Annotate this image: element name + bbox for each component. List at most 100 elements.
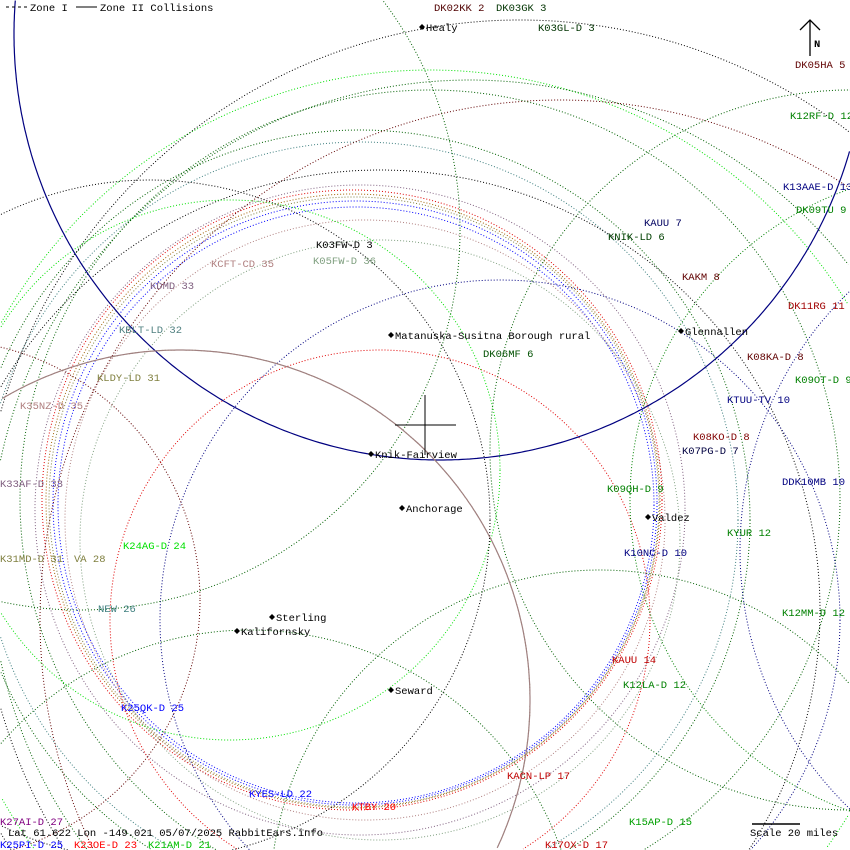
city-marker-icon xyxy=(678,328,684,334)
station-label[interactable]: DDK10MB 10 xyxy=(782,477,845,489)
contour-ring xyxy=(0,141,739,850)
contour-ring xyxy=(52,200,658,806)
city-seward[interactable]: Seward xyxy=(395,686,433,698)
city-marker-icon xyxy=(399,505,405,511)
contour-ring xyxy=(0,346,201,850)
station-label[interactable]: KDMD 33 xyxy=(150,281,194,293)
station-label[interactable]: KYUR 12 xyxy=(727,528,771,540)
contour-ring xyxy=(45,193,661,809)
station-label[interactable]: DK11RG 11 xyxy=(788,301,845,313)
city-marker-icon xyxy=(419,24,425,30)
city-marker-icon xyxy=(269,614,275,620)
station-label[interactable]: K13AAE-D 13 xyxy=(783,182,850,194)
contour-ring xyxy=(0,19,850,847)
station-label[interactable]: KCFT-CD 35 xyxy=(211,259,274,271)
contour-ring xyxy=(109,349,651,850)
contour-ring xyxy=(0,79,849,850)
station-label[interactable]: DK03GK 3 xyxy=(496,3,546,15)
station-label[interactable]: KACN-LP 17 xyxy=(507,771,570,783)
station-label[interactable]: K05FW-D 36 xyxy=(313,256,376,268)
station-label[interactable]: K09OT-D 9 xyxy=(795,375,850,387)
city-healy[interactable]: Healy xyxy=(426,23,458,35)
contour-ring xyxy=(0,169,821,850)
station-label[interactable]: K25PI-D 25 xyxy=(0,840,63,850)
contour-ring xyxy=(273,569,850,849)
station-label[interactable]: K27AI-D 27 xyxy=(0,817,63,829)
station-label[interactable]: K09QH-D 9 xyxy=(607,484,664,496)
city-anchorage[interactable]: Anchorage xyxy=(406,504,463,516)
contour-ring xyxy=(19,89,841,850)
station-label[interactable]: K12MM-D 12 xyxy=(782,608,845,620)
contour-ring xyxy=(0,629,562,850)
contour-ring xyxy=(79,239,681,841)
city-marker-icon xyxy=(645,514,651,520)
station-label[interactable]: K07PG-D 7 xyxy=(682,446,739,458)
station-label[interactable]: KAKM 8 xyxy=(682,272,720,284)
station-label[interactable]: K03GL-D 3 xyxy=(538,23,595,35)
contour-ring xyxy=(34,184,686,836)
contour-ring xyxy=(489,89,850,811)
city-marker-icon xyxy=(368,451,374,457)
north-arrow-icon xyxy=(799,19,821,56)
zone2-boundary xyxy=(13,0,850,461)
station-label[interactable]: K12LA-D 12 xyxy=(623,680,686,692)
city-valdez[interactable]: Valdez xyxy=(652,513,690,525)
station-label[interactable]: DK09TU 9 xyxy=(796,205,846,217)
coordinates-readout: Lat 61.622 Lon -149.021 05/07/2025 Rabbi… xyxy=(8,828,323,840)
contour-ring xyxy=(159,279,841,850)
station-label[interactable]: DK02KK 2 xyxy=(434,3,484,15)
station-label[interactable]: K21AM-D 21 xyxy=(148,840,211,850)
contour-ring xyxy=(41,189,663,811)
station-label[interactable]: K03FW-D 3 xyxy=(316,240,373,252)
station-label[interactable]: KAUU 7 xyxy=(644,218,682,230)
city-marker-icon xyxy=(388,687,394,693)
zone2-boundary xyxy=(2,349,531,849)
station-label[interactable]: KYES-LD 22 xyxy=(249,789,312,801)
station-label[interactable]: KNIK-LD 6 xyxy=(608,232,665,244)
station-label[interactable]: DK05HA 5 xyxy=(795,60,845,72)
city-kalifornsky[interactable]: Kalifornsky xyxy=(241,627,310,639)
contour-ring xyxy=(57,206,655,804)
city-marker-icon xyxy=(234,628,240,634)
contour-ring xyxy=(64,219,666,821)
contour-ring xyxy=(0,1,461,611)
station-label[interactable]: K10NC-D 10 xyxy=(624,548,687,560)
station-label[interactable]: K33AF-D 33 xyxy=(0,479,63,491)
station-label[interactable]: VA 28 xyxy=(74,554,106,566)
contour-ring xyxy=(739,290,850,810)
station-label[interactable]: K24AG-D 24 xyxy=(123,541,186,553)
north-label: N xyxy=(814,39,820,51)
station-label[interactable]: K23OE-D 23 xyxy=(74,840,137,850)
contour-ring xyxy=(39,99,848,849)
city-sterling[interactable]: Sterling xyxy=(276,613,326,625)
station-label[interactable]: K25QK-D 25 xyxy=(121,703,184,715)
station-label[interactable]: K15AP-D 15 xyxy=(629,817,692,829)
cities: Healy Matanuska-Susitna Borough rural Gl… xyxy=(234,23,748,698)
station-label[interactable]: KLDY-LD 31 xyxy=(97,373,160,385)
contour-ring xyxy=(0,69,849,849)
station-label[interactable]: K08KO-D 8 xyxy=(693,432,750,444)
station-label[interactable]: KAUU 14 xyxy=(612,655,656,667)
legend-zone2-label: Zone II Collisions xyxy=(100,3,213,15)
station-label[interactable]: K31MD-D 31 xyxy=(0,554,63,566)
station-label[interactable]: K12RF-D 12 xyxy=(790,111,850,123)
station-label[interactable]: NEW 26 xyxy=(98,604,136,616)
city-glennallen[interactable]: Glennallen xyxy=(685,327,748,339)
station-label[interactable]: KBLT-LD 32 xyxy=(119,325,182,337)
station-label[interactable]: KTBY 20 xyxy=(352,802,396,814)
station-label[interactable]: K17OX-D 17 xyxy=(545,840,608,850)
city-knik-fairview[interactable]: Knik-Fairview xyxy=(375,450,458,462)
station-labels: DK02KK 2 DK03GK 3 K03GL-D 3 DK05HA 5 K12… xyxy=(0,3,850,850)
station-label[interactable]: KTUU-TV 10 xyxy=(727,395,790,407)
legend: Zone I Zone II Collisions xyxy=(6,3,213,15)
station-label[interactable]: DK06MF 6 xyxy=(483,349,533,361)
city-matsu[interactable]: Matanuska-Susitna Borough rural xyxy=(395,331,590,343)
station-label[interactable]: K08KA-D 8 xyxy=(747,352,804,364)
station-label[interactable]: K35NZ-D 35 xyxy=(20,401,83,413)
city-marker-icon xyxy=(388,332,394,338)
legend-zone1-label: Zone I xyxy=(30,3,68,15)
contour-ring xyxy=(0,179,491,850)
